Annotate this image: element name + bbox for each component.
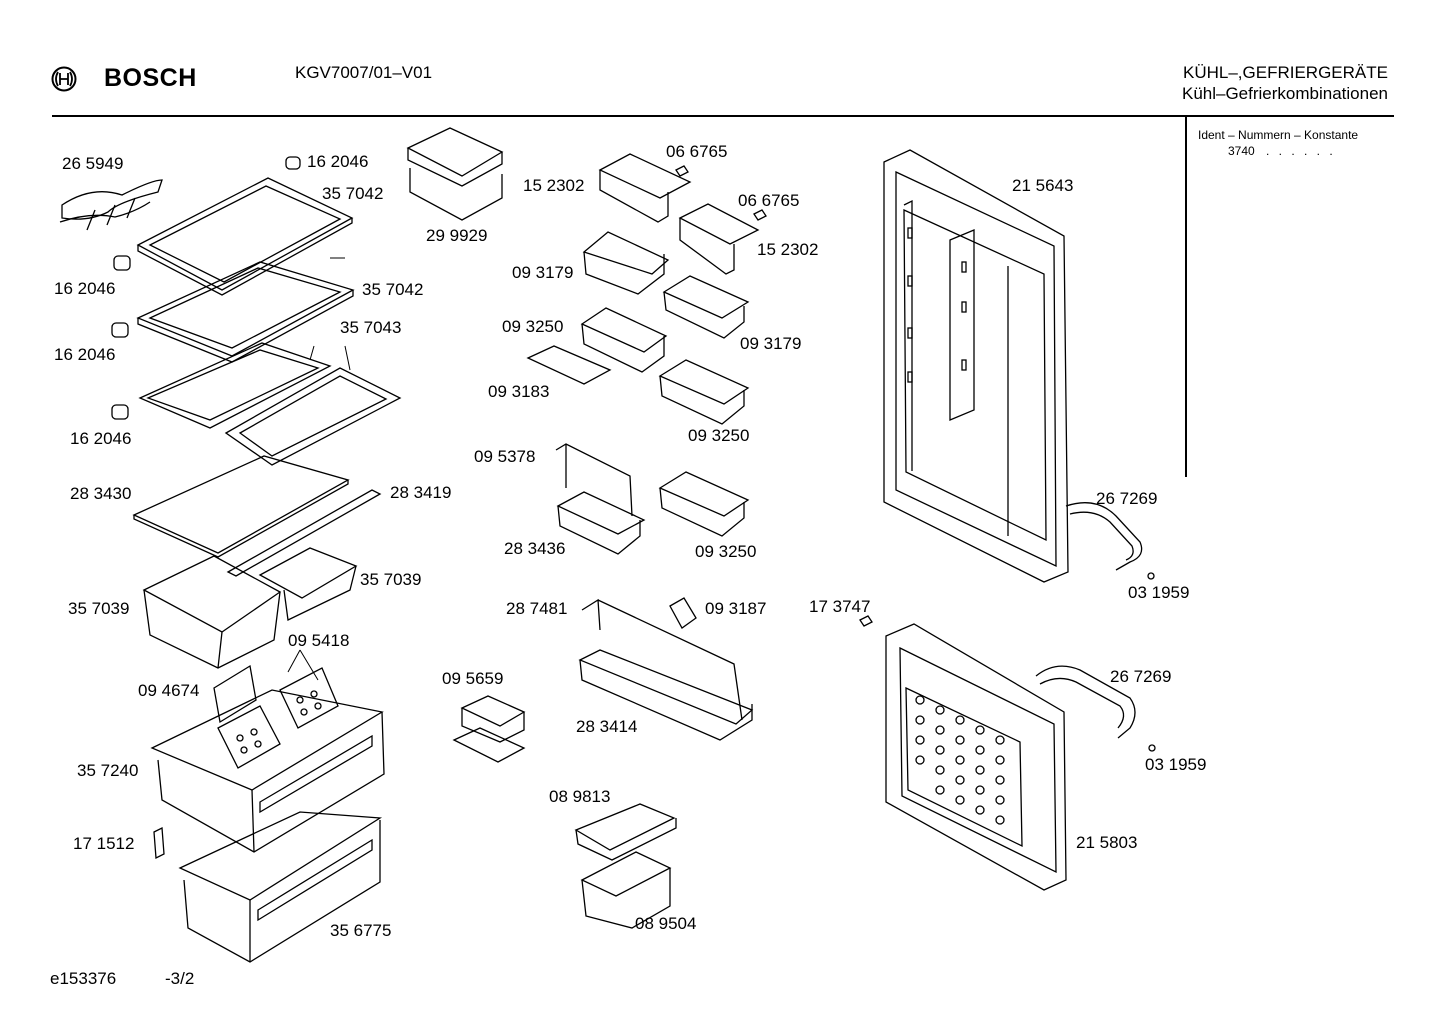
glass-shelf-part: [136, 177, 355, 429]
part-label: 09 3250: [688, 426, 750, 445]
part-label: 35 7039: [68, 599, 130, 618]
ice-tray-part: [574, 803, 677, 929]
part-label: 15 2302: [757, 240, 819, 259]
drawing-number: e153376: [50, 969, 117, 988]
part-label: 29 9929: [426, 226, 488, 245]
part-label: 35 7043: [340, 318, 402, 337]
part-label: 09 5659: [442, 669, 504, 688]
part-label: 09 3179: [512, 263, 574, 282]
crisper-drawer-part: [142, 547, 358, 669]
part-label: 09 3187: [705, 599, 767, 618]
category-title: KÜHL–,GEFRIERGERÄTE: [1183, 63, 1388, 82]
part-label: 16 2046: [54, 279, 116, 298]
ident-dots: . . . . . .: [1266, 144, 1336, 158]
shelf-stop-part: [111, 156, 301, 420]
part-label: 35 7240: [77, 761, 139, 780]
header-divider: [52, 115, 1394, 117]
part-label: 28 7481: [506, 599, 568, 618]
door-handle-part: [1035, 502, 1156, 752]
part-label: 16 2046: [54, 345, 116, 364]
bosch-logo-icon: [51, 66, 77, 92]
part-label: 15 2302: [523, 176, 585, 195]
category-subtitle: Kühl–Gefrierkombinationen: [1181, 84, 1388, 103]
part-label: 09 5418: [288, 631, 350, 650]
model-number: KGV7007/01–V01: [295, 63, 433, 82]
part-label: 06 6765: [666, 142, 728, 161]
crisper-cover-part: [132, 455, 382, 577]
part-label: 26 7269: [1110, 667, 1172, 686]
part-label: 28 3419: [390, 483, 452, 502]
part-label: 09 3183: [488, 382, 550, 401]
part-label: 21 5643: [1012, 176, 1074, 195]
part-label: 06 6765: [738, 191, 800, 210]
brand-name: BOSCH: [104, 64, 197, 92]
part-label: 08 9813: [549, 787, 611, 806]
screw-part: [675, 165, 873, 627]
part-label: 21 5803: [1076, 833, 1138, 852]
door-bin-part: [526, 153, 760, 741]
part-label: 09 3179: [740, 334, 802, 353]
shelf-frame-part: [224, 367, 402, 466]
leader-lines: [287, 257, 351, 681]
part-label: 09 5378: [474, 447, 536, 466]
part-label: 17 1512: [73, 834, 135, 853]
part-label: 26 5949: [62, 154, 124, 173]
part-label: 35 7042: [362, 280, 424, 299]
bottom-drawer-part: [153, 811, 383, 963]
part-label: 03 1959: [1128, 583, 1190, 602]
part-label: 35 7039: [360, 570, 422, 589]
part-label: 09 3250: [502, 317, 564, 336]
part-label: 26 7269: [1096, 489, 1158, 508]
film-strip-part: [59, 179, 163, 231]
butter-dish-part: [406, 127, 504, 221]
small-box-part: [452, 695, 526, 763]
part-label: 35 7042: [322, 184, 384, 203]
part-label: 03 1959: [1145, 755, 1207, 774]
ident-divider: [1185, 117, 1187, 477]
page-number: -3/2: [165, 969, 195, 988]
part-label: 16 2046: [307, 152, 369, 171]
part-label: 08 9504: [635, 914, 697, 933]
part-label: 09 3250: [695, 542, 757, 561]
part-label: 16 2046: [70, 429, 132, 448]
part-label: 28 3430: [70, 484, 132, 503]
part-label: 28 3414: [576, 717, 638, 736]
part-label: 09 4674: [138, 681, 200, 700]
fridge-door-part: [883, 149, 1069, 583]
freezer-door-part: [885, 623, 1067, 891]
freezer-drawer-part: [150, 689, 385, 853]
part-label: 35 6775: [330, 921, 392, 940]
ident-label: Ident – Nummern – Konstante: [1198, 128, 1359, 142]
part-label: 17 3747: [809, 597, 871, 616]
cold-pack-part: [213, 664, 339, 769]
part-label: 28 3436: [504, 539, 566, 558]
ident-value: 3740: [1228, 144, 1255, 158]
